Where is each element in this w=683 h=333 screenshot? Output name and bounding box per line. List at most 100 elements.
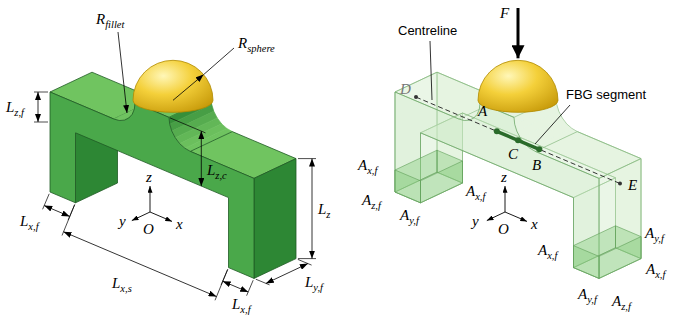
beam-face <box>599 159 641 279</box>
extension-line <box>170 118 206 133</box>
symbol-subscript: z,f <box>14 107 24 118</box>
symbol-subscript: x,f <box>655 269 665 280</box>
point-label: B <box>532 158 541 173</box>
symbol-subscript: z,f <box>621 301 631 312</box>
leader-line <box>118 32 127 113</box>
symbol-base: R <box>238 35 247 51</box>
end-point <box>618 182 622 186</box>
symbol-subscript: y,f <box>409 215 419 226</box>
dimension-label: Lz <box>318 202 330 217</box>
dimension-line <box>64 232 217 297</box>
axis-line <box>150 212 172 221</box>
dimension-line <box>223 281 249 292</box>
front-face <box>395 92 599 278</box>
dimension-line <box>44 206 69 217</box>
area-label: Ay,f <box>645 226 664 241</box>
extension-line <box>298 158 316 159</box>
symbol-base: A <box>466 183 475 199</box>
dimension-label: Lx,f <box>232 297 251 312</box>
leader-line <box>204 48 234 75</box>
dimension-label: Lz,c <box>207 163 227 178</box>
point-label: E <box>628 178 637 193</box>
axis-label: y <box>472 214 479 229</box>
dimension-line <box>312 159 313 259</box>
symbol-subscript: x,f <box>475 191 485 202</box>
axis-label: z <box>501 170 507 185</box>
symbol-subscript: z,c <box>215 170 226 181</box>
extension-line <box>298 258 316 259</box>
axis-line <box>150 186 151 212</box>
axis-line <box>505 186 506 212</box>
point-marker <box>515 137 521 143</box>
symbol-subscript: x,f <box>367 165 377 176</box>
front-face <box>50 92 254 278</box>
area-label: Ax,f <box>646 262 665 277</box>
area-face <box>599 237 641 279</box>
hemisphere <box>133 60 213 112</box>
area-label: Az,f <box>362 193 381 208</box>
extension-line <box>34 122 48 123</box>
end-point <box>414 95 418 99</box>
area-label: Ax,f <box>538 243 557 258</box>
symbol-base: A <box>612 293 621 309</box>
symbol-subscript: fillet <box>105 19 124 30</box>
symbol-base: L <box>318 201 326 217</box>
leader-line <box>430 41 432 100</box>
symbol-base: L <box>20 213 28 229</box>
dimension-label: Lz,f <box>6 100 24 115</box>
solid-view <box>50 60 296 278</box>
axis-line <box>132 212 150 221</box>
annotations <box>34 32 570 300</box>
symbol-subscript: z <box>326 209 330 220</box>
point-label: A <box>478 104 487 119</box>
radius-label: Rfillet <box>96 12 124 27</box>
dimension-line <box>201 131 202 186</box>
symbol-base: A <box>362 192 371 208</box>
symbol-subscript: z,f <box>371 200 381 211</box>
axis-label: x <box>531 217 538 232</box>
axis-label: O <box>498 222 509 237</box>
symbol-subscript: x,f <box>240 304 250 315</box>
point-marker <box>536 146 542 152</box>
callout-label: FBG segment <box>566 88 646 101</box>
symbol-subscript: sphere <box>247 43 275 54</box>
area-face <box>574 246 600 279</box>
symbol-base: L <box>305 274 313 290</box>
symbol-base: L <box>207 162 215 178</box>
symbol-base: L <box>232 296 240 312</box>
fbg-segment <box>497 131 540 149</box>
callout-label: Centreline <box>398 24 457 37</box>
area-label: Ay,f <box>400 208 419 223</box>
axis-label: z <box>146 170 152 185</box>
extension-line <box>256 279 270 285</box>
area-face <box>421 161 463 203</box>
area-label: Ay,f <box>578 287 597 302</box>
dimension-line <box>38 92 39 122</box>
area-label: Az,f <box>612 294 631 309</box>
symbol-subscript: y,f <box>587 294 597 305</box>
extension-line <box>34 92 48 93</box>
force-arrow <box>517 8 520 58</box>
symbol-base: L <box>112 275 120 291</box>
symbol-base: L <box>6 99 14 115</box>
point-label: C <box>508 147 518 162</box>
dimension-line <box>266 264 308 284</box>
point-marker <box>494 128 500 134</box>
symbol-subscript: x,s <box>120 283 131 294</box>
hemisphere <box>478 60 558 112</box>
transparent-view <box>395 8 641 278</box>
axis-line <box>487 212 505 221</box>
axis-label: y <box>119 214 126 229</box>
radius-line <box>173 75 204 101</box>
beam-face <box>254 159 296 279</box>
symbol-base: A <box>645 225 654 241</box>
symbol-subscript: y,f <box>654 233 664 244</box>
symbol-subscript: y,f <box>313 282 323 293</box>
symbol-subscript: x,f <box>547 250 557 261</box>
symbol-base: A <box>578 286 587 302</box>
axis-label: x <box>176 217 183 232</box>
extension-line <box>298 259 312 265</box>
dimension-label: Ly,f <box>305 275 323 290</box>
